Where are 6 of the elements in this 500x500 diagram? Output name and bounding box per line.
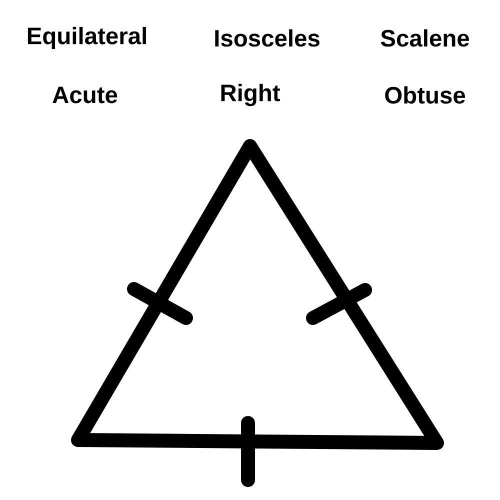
label: Right: [221, 84, 280, 106]
label: Isosceles: [215, 29, 320, 47]
label: Scalene: [380, 29, 470, 47]
label: Obtuse: [385, 86, 466, 104]
label: Acute: [52, 86, 118, 104]
label: Equilateral: [28, 26, 146, 50]
